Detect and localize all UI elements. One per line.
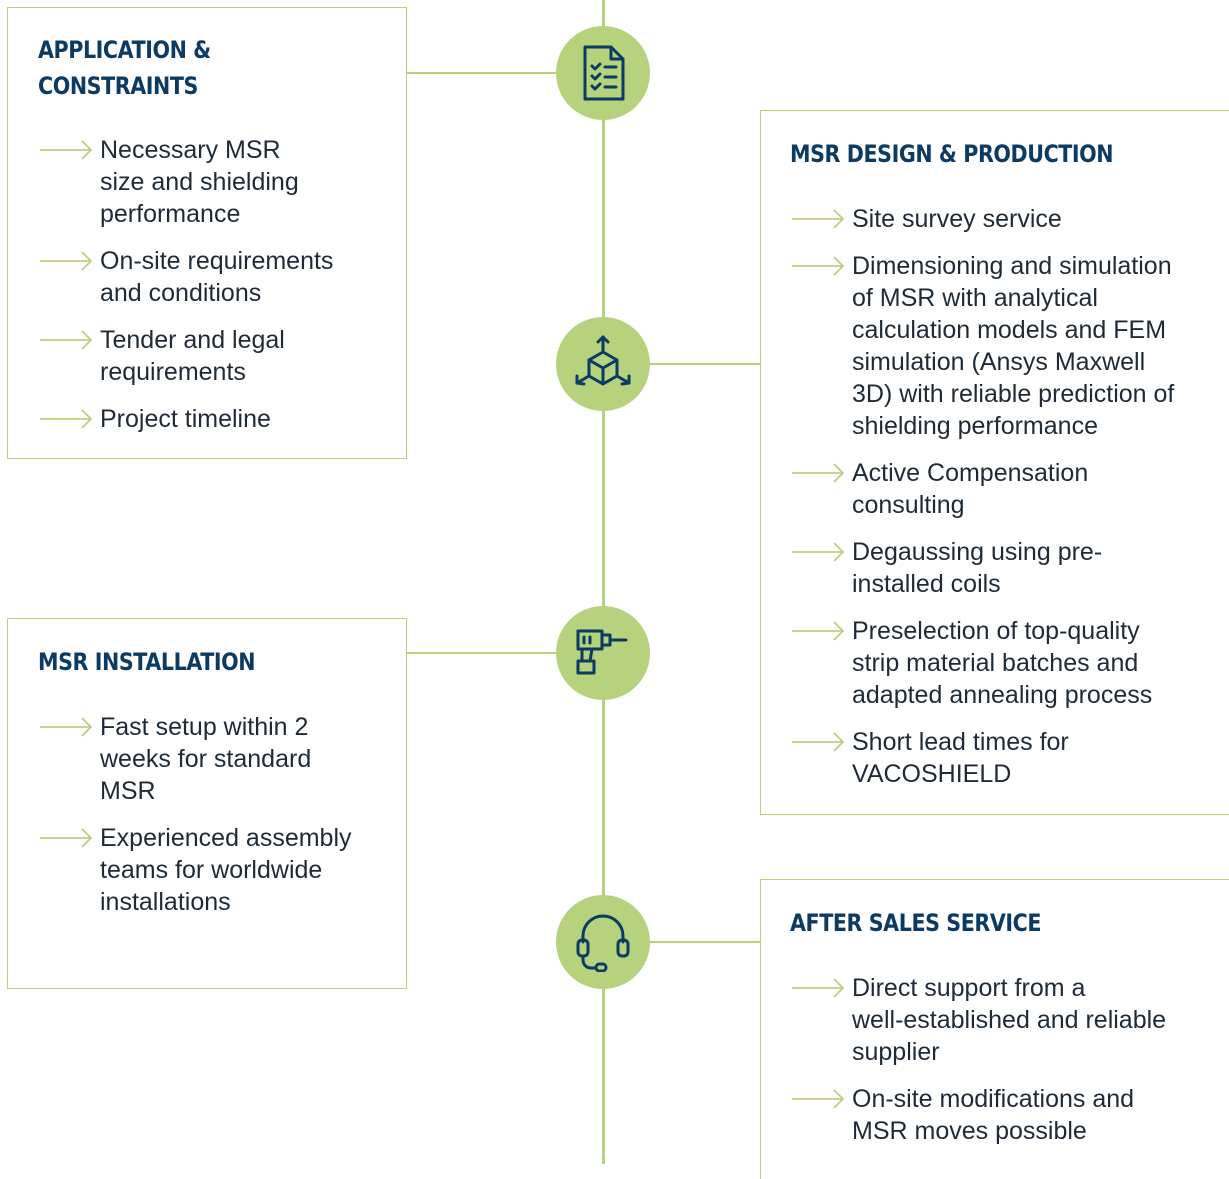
- list-item-text: Degaussing using pre- installed coils: [852, 538, 1103, 598]
- connector-installation: [406, 652, 566, 654]
- checklist-icon: [583, 45, 625, 101]
- arrow-right-icon: [792, 978, 845, 998]
- connector-after-sales: [640, 941, 761, 943]
- application-constraints-box: APPLICATION & CONSTRAINTS Necessary MSR …: [7, 7, 407, 459]
- arrow-right-icon: [792, 1089, 845, 1109]
- list-item: Necessary MSR size and shielding perform…: [38, 134, 398, 230]
- connector-application: [406, 72, 566, 74]
- list-item-text: Experienced assembly teams for worldwide…: [100, 824, 352, 916]
- list-item-text: Site survey service: [852, 205, 1062, 233]
- design-production-list: Site survey service Dimensioning and sim…: [790, 203, 1210, 805]
- list-item-text: Necessary MSR size and shielding perform…: [100, 136, 299, 228]
- application-constraints-list: Necessary MSR size and shielding perform…: [38, 134, 398, 450]
- step-circle-design: [556, 317, 650, 411]
- list-item-text: Direct support from a well-established a…: [852, 974, 1167, 1066]
- list-item: Short lead times for VACOSHIELD: [790, 726, 1210, 790]
- installation-list: Fast setup within 2 weeks for standard M…: [38, 711, 398, 933]
- list-item-text: Short lead times for VACOSHIELD: [852, 728, 1069, 788]
- arrow-right-icon: [40, 251, 93, 271]
- drill-icon: [576, 629, 628, 675]
- arrow-right-icon: [792, 732, 845, 752]
- arrow-right-icon: [40, 717, 93, 737]
- list-item: Preselection of top-quality strip materi…: [790, 615, 1210, 711]
- arrow-right-icon: [792, 463, 845, 483]
- list-item: Fast setup within 2 weeks for standard M…: [38, 711, 398, 807]
- after-sales-title: AFTER SALES SERVICE: [790, 909, 1042, 937]
- list-item-text: Fast setup within 2 weeks for standard M…: [100, 713, 312, 805]
- design-production-box: MSR DESIGN & PRODUCTION Site survey serv…: [760, 110, 1229, 815]
- list-item: Site survey service: [790, 203, 1210, 235]
- installation-title: MSR INSTALLATION: [38, 648, 256, 676]
- headset-icon: [576, 914, 630, 972]
- installation-box: MSR INSTALLATION Fast setup within 2 wee…: [7, 618, 407, 989]
- arrow-right-icon: [792, 542, 845, 562]
- arrow-right-icon: [792, 621, 845, 641]
- list-item: On-site modifications and MSR moves poss…: [790, 1083, 1210, 1147]
- list-item: Tender and legal requirements: [38, 324, 398, 388]
- arrow-right-icon: [792, 209, 845, 229]
- list-item: Project timeline: [38, 403, 398, 435]
- arrow-right-icon: [792, 256, 845, 276]
- list-item: Experienced assembly teams for worldwide…: [38, 822, 398, 918]
- arrow-right-icon: [40, 140, 93, 160]
- list-item: Degaussing using pre- installed coils: [790, 536, 1210, 600]
- list-item: Active Compensation consulting: [790, 457, 1210, 521]
- step-circle-application: [556, 26, 650, 120]
- list-item-text: Project timeline: [100, 405, 271, 433]
- list-item-text: Preselection of top-quality strip materi…: [852, 617, 1153, 709]
- list-item-text: Active Compensation consulting: [852, 459, 1089, 519]
- list-item-text: On-site requirements and conditions: [100, 247, 334, 307]
- list-item: Direct support from a well-established a…: [790, 972, 1210, 1068]
- after-sales-box: AFTER SALES SERVICE Direct support from …: [760, 879, 1229, 1179]
- list-item-text: Dimensioning and simulation of MSR with …: [852, 252, 1175, 440]
- after-sales-list: Direct support from a well-established a…: [790, 972, 1210, 1162]
- list-item-text: On-site modifications and MSR moves poss…: [852, 1085, 1135, 1145]
- cube-axes-icon: [575, 335, 631, 386]
- step-circle-after-sales: [556, 895, 650, 989]
- timeline-line: [602, 0, 605, 1164]
- list-item: On-site requirements and conditions: [38, 245, 398, 309]
- connector-design: [640, 363, 761, 365]
- list-item: Dimensioning and simulation of MSR with …: [790, 250, 1210, 442]
- step-circle-installation: [556, 606, 650, 700]
- list-item-text: Tender and legal requirements: [100, 326, 285, 386]
- arrow-right-icon: [40, 409, 93, 429]
- application-constraints-title: APPLICATION & CONSTRAINTS: [38, 36, 211, 100]
- design-production-title: MSR DESIGN & PRODUCTION: [790, 140, 1114, 168]
- arrow-right-icon: [40, 828, 93, 848]
- arrow-right-icon: [40, 330, 93, 350]
